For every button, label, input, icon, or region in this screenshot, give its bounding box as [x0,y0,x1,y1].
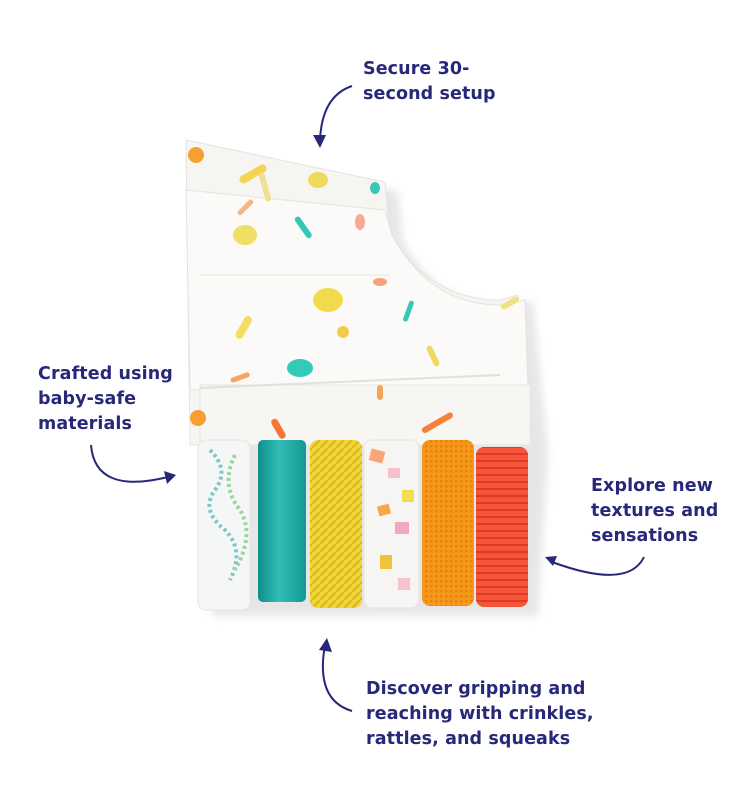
callout-gripping: Discover gripping and reaching with crin… [366,677,594,752]
tab-teal-satin [258,440,306,602]
callout-line: sensations [591,526,699,546]
callout-line: Crafted using [38,364,173,384]
callout-line: second setup [363,84,496,104]
callout-line: Discover gripping and [366,679,586,699]
tab-confetti-print [363,439,420,609]
callout-line: materials [38,414,133,434]
callout-secure-setup: Secure 30- second setup [363,57,496,107]
callout-line: baby-safe [38,389,137,409]
callout-line: textures and [591,501,719,521]
tab-yellow-knit [310,440,362,608]
texture-tabs [197,439,528,611]
callout-line: Explore new [591,476,713,496]
callout-textures: Explore new textures and sensations [591,474,718,549]
tab-patterned-white [197,439,251,611]
tab-red-ribbed [476,447,528,607]
confetti-print [188,147,520,439]
callout-line: Secure 30- [363,59,470,79]
callout-line: rattles, and squeaks [366,729,571,749]
callout-line: reaching with crinkles, [366,704,594,724]
tab-orange-waffle [422,440,474,606]
callout-baby-safe-materials: Crafted using baby-safe materials [38,362,173,437]
